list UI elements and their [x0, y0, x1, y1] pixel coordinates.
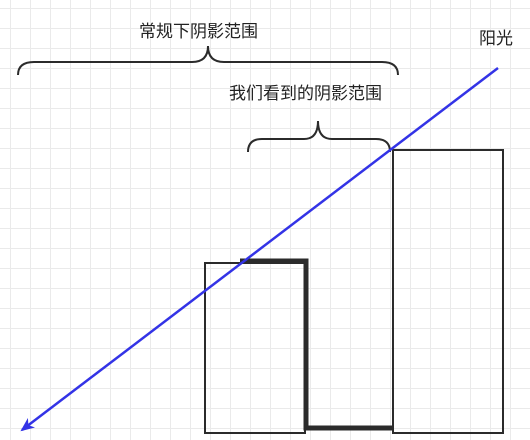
sunlight-ray-arrow: [20, 67, 499, 432]
normal-shadow-label: 常规下阴影范围: [139, 22, 258, 42]
seen-shadow-label: 我们看到的阴影范围: [229, 84, 382, 104]
normal-shadow-brace: [17, 45, 399, 76]
sunlight-label: 阳光: [479, 29, 513, 49]
seen-shadow-brace: [247, 120, 391, 153]
tall-building: [392, 149, 504, 434]
sunlit-edge-highlight: [240, 258, 393, 431]
short-building: [204, 262, 306, 434]
